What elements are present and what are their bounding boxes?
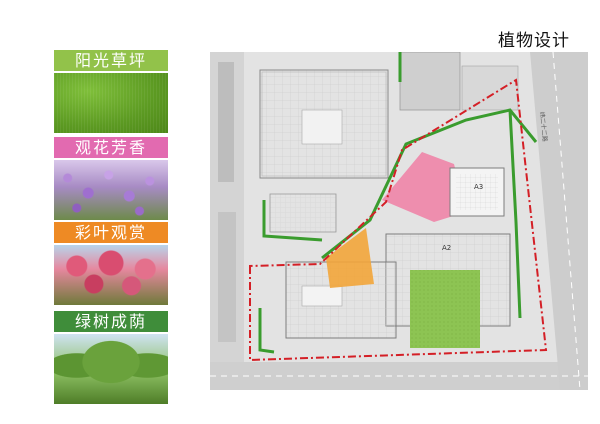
legend-label-color-leaf: 彩叶观赏 xyxy=(54,222,168,243)
north-building-inner xyxy=(261,71,387,177)
page-title: 植物设计 xyxy=(498,31,570,51)
legend-item-shade-tree: 绿树成荫 xyxy=(54,311,168,404)
shade-tree-photo xyxy=(54,334,168,404)
legend-label-lawn: 阳光草坪 xyxy=(54,50,168,71)
pavilion-block xyxy=(269,193,337,233)
green-belt-diagonal xyxy=(321,108,538,260)
site-plan: A3 A2 纬二十二路 xyxy=(210,51,588,391)
green-belt-west xyxy=(258,308,275,354)
legend-item-lawn: 阳光草坪 xyxy=(54,50,168,133)
lawn-photo xyxy=(54,73,168,133)
legend-item-flower: 观花芳香 xyxy=(54,137,168,220)
north-east-block xyxy=(399,51,461,111)
road-label: 纬二十二路 xyxy=(538,111,549,142)
east-road-centerline xyxy=(552,51,581,391)
legend-item-color-leaf: 彩叶观赏 xyxy=(54,222,168,305)
west-block xyxy=(218,62,234,182)
green-belt-north xyxy=(262,200,323,242)
building-a3-grid xyxy=(456,174,498,210)
lavender-photo xyxy=(54,160,168,220)
south-west-courtyard xyxy=(301,285,343,307)
legend-label-flower: 观花芳香 xyxy=(54,137,168,158)
label-a3: A3 xyxy=(474,183,483,191)
north-courtyard xyxy=(301,109,343,145)
north-east-block-2 xyxy=(461,65,519,111)
color-leaf-zone xyxy=(326,228,374,288)
lawn-zone xyxy=(410,270,480,348)
west-block-south xyxy=(218,212,236,342)
label-a2: A2 xyxy=(442,244,451,252)
legend-label-shade-tree: 绿树成荫 xyxy=(54,311,168,332)
site-plan-drawing: A3 A2 纬二十二路 xyxy=(210,51,588,391)
green-belt-east xyxy=(508,109,522,319)
redleaf-tree-photo xyxy=(54,245,168,305)
flower-zone xyxy=(382,152,466,222)
